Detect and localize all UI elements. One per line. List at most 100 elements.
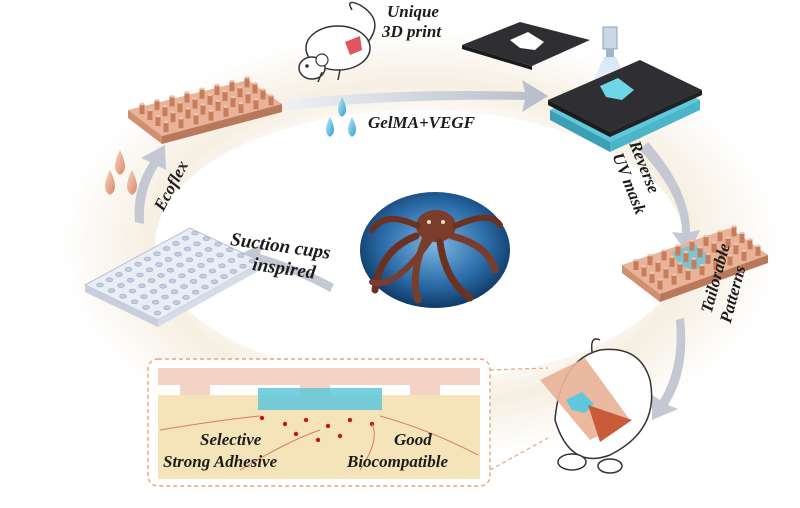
- suction-cup: [96, 282, 104, 288]
- pillar-top: [238, 101, 244, 105]
- pillar-top: [697, 246, 703, 249]
- pillar: [661, 250, 667, 261]
- pillar: [230, 97, 236, 107]
- suction-cup: [201, 284, 209, 290]
- suction-cup: [191, 289, 200, 295]
- pillar-top: [691, 257, 697, 260]
- suction-cup: [229, 269, 238, 274]
- pillar: [185, 108, 191, 119]
- pillar-top: [268, 94, 274, 97]
- suction-cup: [164, 257, 173, 262]
- pillar: [245, 93, 251, 104]
- pillar-top: [747, 238, 753, 241]
- pillar: [170, 112, 176, 123]
- pillar: [741, 250, 747, 261]
- suction-cup: [145, 267, 154, 273]
- pillar: [252, 83, 258, 94]
- pillar: [193, 114, 199, 125]
- pillar-top: [193, 113, 199, 116]
- octopus-icon: [360, 192, 510, 308]
- pillar: [169, 96, 175, 107]
- suction-cup: [227, 258, 236, 263]
- pillar-top: [655, 260, 661, 263]
- pillar: [154, 100, 160, 111]
- pillar-top: [731, 225, 737, 228]
- pillar-top: [641, 265, 647, 268]
- pillar: [689, 240, 695, 251]
- suction-cup: [248, 258, 257, 264]
- suction-cup: [155, 262, 163, 267]
- pillar-top: [244, 76, 250, 79]
- pillar: [215, 100, 221, 111]
- pillar: [717, 231, 723, 242]
- suction-cup: [115, 272, 123, 277]
- pillar-top: [178, 117, 184, 120]
- suction-cup: [225, 247, 234, 253]
- pillar: [719, 249, 725, 259]
- arrow-lower-right: [652, 318, 686, 420]
- suction-cup: [176, 262, 184, 268]
- suction-cup: [168, 278, 177, 284]
- suction-cup: [172, 241, 180, 246]
- pillar-top: [200, 103, 206, 106]
- pillar-top: [237, 86, 243, 89]
- suction-cup: [107, 288, 116, 293]
- pillar: [208, 110, 214, 121]
- suction-cup: [105, 277, 114, 283]
- pillar-top: [139, 102, 145, 106]
- suction-cup: [151, 299, 160, 305]
- suction-cup: [178, 273, 186, 279]
- pillar-top: [253, 98, 259, 101]
- pillar-top: [661, 249, 667, 252]
- pillar: [268, 95, 274, 106]
- pillar-top: [163, 120, 169, 124]
- pillar: [733, 244, 739, 255]
- suction-cup: [206, 257, 215, 263]
- pillar: [649, 273, 655, 283]
- pillar: [641, 266, 647, 277]
- label-selective: Selective: [200, 430, 262, 449]
- pillar-top: [683, 250, 689, 254]
- pillar: [683, 252, 689, 263]
- pillar-top: [725, 236, 731, 239]
- droplet-icon: [105, 150, 137, 195]
- pillar: [727, 255, 733, 266]
- label-biocompatible: Biocompatible: [347, 452, 449, 471]
- suction-cup: [202, 236, 211, 241]
- pillar-top: [677, 262, 683, 265]
- pillar-top: [185, 107, 191, 110]
- pillar-top: [689, 239, 695, 242]
- copper-pillar-array-patterned: [622, 225, 768, 302]
- suction-cup: [136, 272, 144, 278]
- pillar-top: [214, 83, 220, 87]
- suction-cup: [140, 294, 148, 299]
- suction-cup: [197, 263, 205, 268]
- suction-cup: [180, 284, 188, 289]
- pillar: [655, 261, 661, 272]
- pillar: [237, 87, 243, 98]
- pillar: [223, 106, 229, 117]
- pillar: [178, 118, 184, 129]
- suction-cup: [195, 252, 203, 257]
- pillar: [162, 106, 168, 117]
- pillar-top: [717, 230, 723, 233]
- pillar-top: [184, 91, 190, 94]
- suction-cup: [183, 246, 192, 252]
- pillar: [657, 279, 663, 290]
- pillar: [229, 81, 235, 92]
- pillar: [739, 232, 745, 243]
- suction-cup: [237, 253, 245, 258]
- suction-cup: [153, 251, 161, 257]
- pillar: [253, 99, 259, 110]
- pillar-top: [711, 241, 717, 244]
- suction-cup-array: [83, 227, 264, 327]
- suction-cup: [163, 305, 171, 311]
- pillar-top: [713, 259, 719, 262]
- pillar-top: [727, 254, 733, 257]
- pillar: [671, 274, 677, 285]
- label-strong-adhesive: Strong Adhesive: [163, 452, 278, 471]
- pillar-top: [199, 87, 205, 91]
- suction-cup: [162, 246, 171, 251]
- mouse-with-patch: [540, 338, 653, 474]
- pillar: [199, 88, 205, 99]
